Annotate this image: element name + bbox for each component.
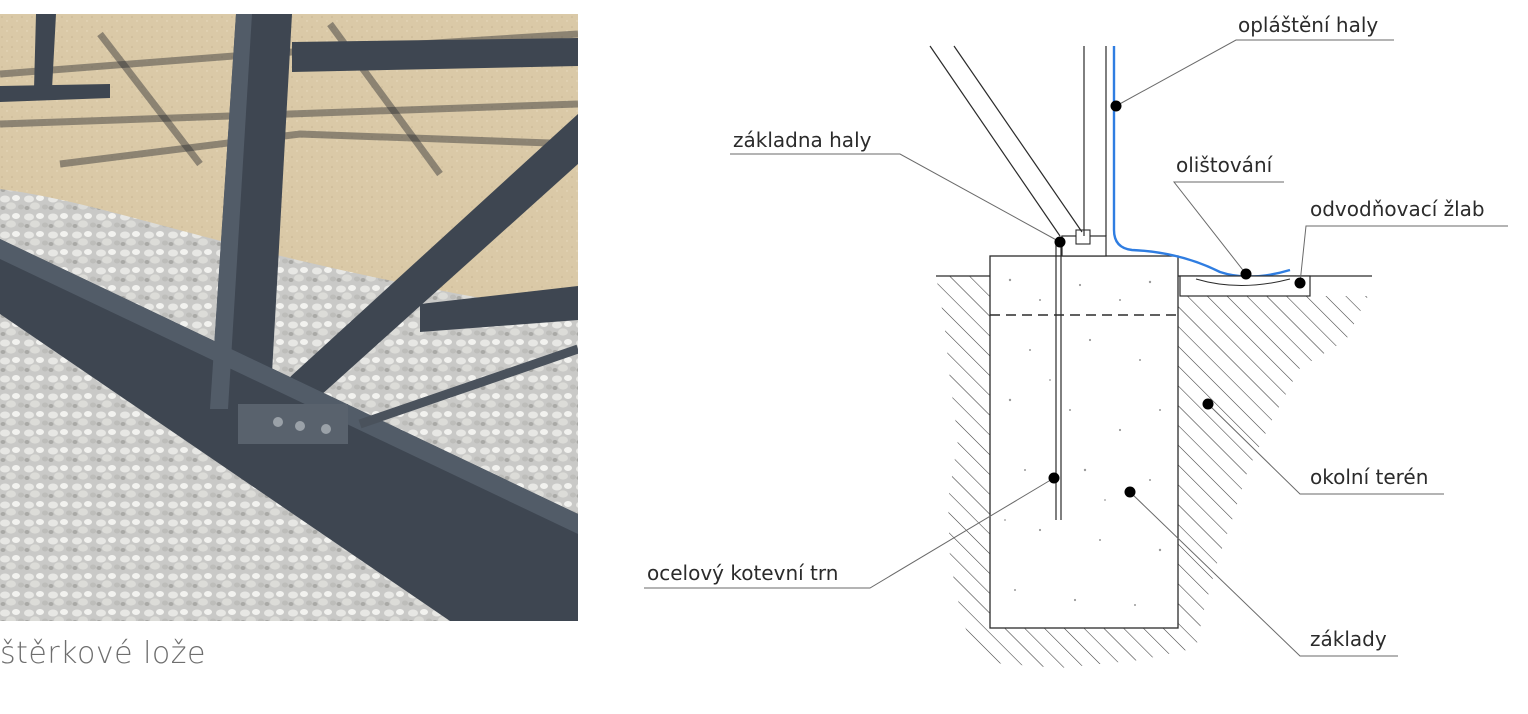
label-anchor-pin: ocelový kotevní trn	[647, 561, 838, 585]
dot-anchor-pin	[1048, 472, 1060, 484]
dot-terrain	[1202, 398, 1214, 410]
leader-lines	[644, 39, 1508, 657]
frame-highlights	[0, 14, 578, 534]
label-drain-channel: odvodňovací žlab	[1310, 197, 1485, 221]
label-foundations: základy	[1310, 627, 1387, 651]
steel-frame-photo	[0, 14, 578, 621]
surrounding-terrain-hatch	[936, 276, 1368, 668]
label-hall-base: základna haly	[733, 128, 872, 152]
photo-caption: štěrkové lože	[0, 636, 206, 671]
photo-illustration	[0, 14, 578, 621]
dot-hall-base	[1054, 236, 1066, 248]
steel-frame-lines	[929, 45, 1107, 237]
dot-flashing	[1240, 268, 1252, 280]
label-cladding: opláštění haly	[1238, 13, 1378, 37]
anchor-bolt	[1075, 229, 1091, 245]
label-surrounding-terrain: okolní terén	[1310, 465, 1428, 489]
dot-cladding	[1110, 100, 1122, 112]
dot-drain-channel	[1294, 277, 1306, 289]
base-connection-bracket	[238, 404, 348, 444]
brace-rod	[358, 344, 578, 429]
label-flashing: olištování	[1176, 153, 1274, 177]
concrete-speckles	[1004, 278, 1162, 606]
concrete-footing	[989, 255, 1179, 629]
leader-dots	[1048, 100, 1306, 498]
channel-inner-curve	[1195, 278, 1291, 286]
dot-foundations	[1124, 486, 1136, 498]
foundation-section-diagram: opláštění haly základna haly olištování …	[644, 13, 1508, 668]
